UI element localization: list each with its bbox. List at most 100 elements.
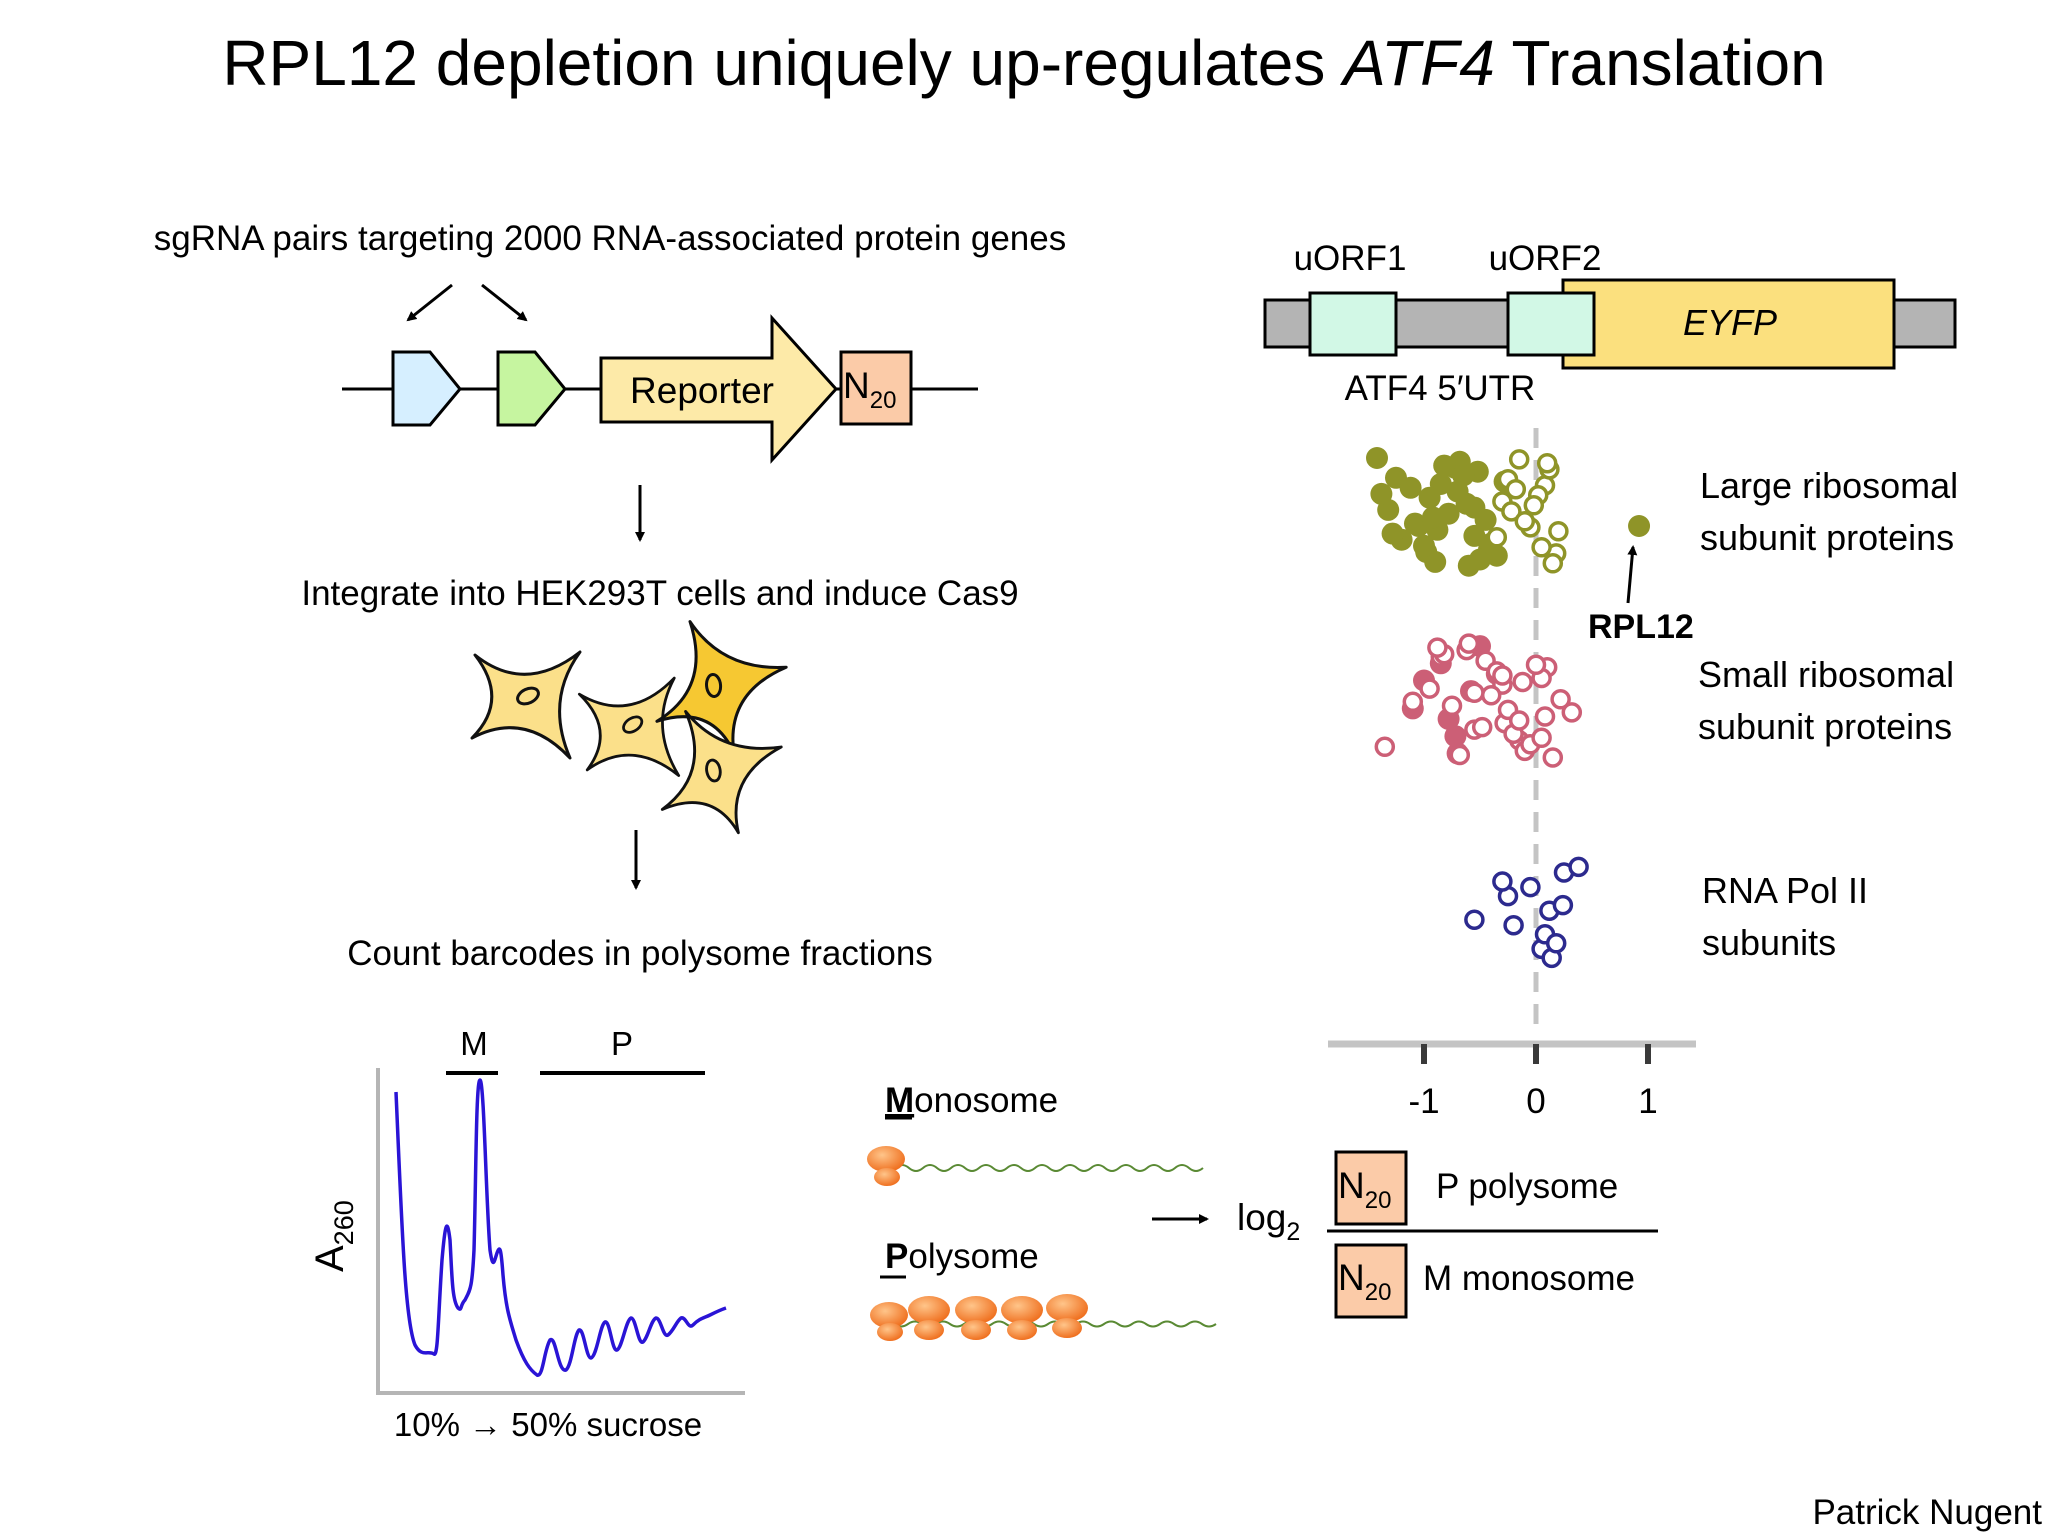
polysome-ribosomes xyxy=(870,1294,1088,1341)
large-dot-open xyxy=(1501,501,1522,522)
formula-log: log2 xyxy=(1237,1197,1300,1246)
small-dot-open xyxy=(1531,727,1552,749)
large-dot-filled xyxy=(1422,506,1444,529)
large-dot-filled xyxy=(1366,447,1388,469)
polysome-rest: olysome xyxy=(908,1237,1038,1276)
denominator-n: N xyxy=(1338,1257,1365,1298)
monosome-mrna xyxy=(894,1164,1204,1172)
reporter-label: Reporter xyxy=(630,370,774,411)
large-dot-filled xyxy=(1413,534,1435,557)
numerator-n: N xyxy=(1338,1165,1365,1206)
small-dot-open xyxy=(1449,744,1471,766)
large-dot-open xyxy=(1508,449,1530,470)
small-dot-open xyxy=(1561,702,1583,723)
page-title: RPL12 depletion uniquely up-regulates AT… xyxy=(222,27,1825,99)
cell-2 xyxy=(574,676,690,790)
step3-label: Count barcodes in polysome fractions xyxy=(347,934,933,973)
small-dot-open xyxy=(1458,633,1480,654)
large-dot-filled xyxy=(1424,550,1447,573)
ribosome-panel: Monosome Polysome xyxy=(867,1081,1217,1341)
small-dot-open xyxy=(1480,684,1502,706)
large-dot-filled xyxy=(1452,464,1475,487)
bracket-p-label: P xyxy=(611,1025,633,1062)
profile-trace xyxy=(394,1078,727,1377)
x-tick-label: -1 xyxy=(1408,1082,1439,1121)
uorf2-box xyxy=(1506,291,1596,357)
barcode-box xyxy=(839,350,913,426)
title-tail: Translation xyxy=(1495,27,1826,99)
large-dot-open xyxy=(1514,511,1536,532)
pol-dot-open xyxy=(1492,871,1513,892)
pol-dot-open xyxy=(1568,856,1589,878)
large-dot-filled xyxy=(1399,476,1422,499)
bracket-m-label: M xyxy=(460,1025,488,1062)
polysome-profile: M P A260 10% → 50% sucrose xyxy=(308,1025,745,1443)
large-dot-open xyxy=(1536,452,1558,474)
denominator-n-sub: 20 xyxy=(1365,1279,1392,1306)
reporter-arrow xyxy=(599,314,839,464)
uorf1-box xyxy=(1308,291,1398,357)
profile-axes xyxy=(376,1068,745,1395)
step1-label: sgRNA pairs targeting 2000 RNA-associate… xyxy=(154,219,1066,258)
small-dot-open xyxy=(1492,665,1513,686)
small-dot-open xyxy=(1534,706,1556,727)
x-tick-label: 0 xyxy=(1526,1082,1545,1121)
polysome-initial: P xyxy=(885,1237,908,1276)
small-dot-filled xyxy=(1444,725,1467,748)
pol-dot-open xyxy=(1520,876,1541,898)
small-dot-open xyxy=(1441,695,1463,717)
large-dot-filled xyxy=(1433,454,1456,477)
workflow-panel: sgRNA pairs targeting 2000 RNA-associate… xyxy=(154,219,1066,973)
x-tick-label: 1 xyxy=(1638,1082,1657,1121)
log-ratio-formula: log2 N20 P polysome N20 M monosome xyxy=(1152,1150,1658,1319)
large-group-label-1: Large ribosomal xyxy=(1700,465,1958,506)
large-dot-filled xyxy=(1463,524,1486,547)
small-dot-open xyxy=(1550,689,1571,710)
rpl12-dot xyxy=(1628,515,1651,537)
pol-group-label-2: subunits xyxy=(1702,922,1836,963)
small-subunit-dots xyxy=(1374,633,1583,768)
arrow-left-sgRNA xyxy=(406,283,453,322)
small-dot-open xyxy=(1471,716,1493,738)
large-dot-filled xyxy=(1463,496,1486,519)
denominator-label: M monosome xyxy=(1423,1259,1635,1298)
pol2-dots xyxy=(1464,856,1589,969)
x-axis-ticks: -1 0 1 xyxy=(1408,1044,1658,1121)
large-dot-filled xyxy=(1469,548,1491,571)
large-dot-filled xyxy=(1370,482,1393,505)
log-sub: 2 xyxy=(1286,1218,1300,1246)
small-dot-open xyxy=(1427,637,1448,658)
large-dot-open xyxy=(1523,495,1545,516)
utr-label: ATF4 5′UTR xyxy=(1345,369,1536,408)
author-credit: Patrick Nugent xyxy=(1812,1493,2042,1532)
numerator-n-sub: 20 xyxy=(1365,1187,1392,1214)
sgRNA-cassette-2 xyxy=(496,350,567,427)
small-dot-open xyxy=(1402,691,1424,713)
profile-ylabel: A260 xyxy=(308,1200,359,1272)
large-dot-open xyxy=(1486,527,1508,548)
small-dot-open xyxy=(1374,736,1396,758)
uorf2-label: uORF2 xyxy=(1489,239,1602,278)
numerator-label: P polysome xyxy=(1436,1167,1618,1206)
large-subunit-dots xyxy=(1366,447,1569,577)
eyfp-label: EYFP xyxy=(1683,302,1777,343)
step2-label: Integrate into HEK293T cells and induce … xyxy=(301,574,1018,613)
small-dot-open xyxy=(1419,678,1440,699)
monosome-ribosome xyxy=(867,1146,905,1186)
pol-dot-open xyxy=(1552,894,1574,916)
rpl12-label: RPL12 xyxy=(1588,608,1694,646)
large-dot-open xyxy=(1542,553,1564,574)
numerator-barcode-box xyxy=(1334,1150,1408,1226)
atf4-construct: uORF1 uORF2 EYFP ATF4 5′UTR xyxy=(1263,239,1957,408)
sgRNA-cassette-1 xyxy=(391,350,462,427)
pol-dot-open xyxy=(1503,914,1524,936)
title-italic: ATF4 xyxy=(1339,27,1495,99)
denominator-barcode-label: N20 xyxy=(1338,1257,1391,1306)
small-group-label-1: Small ribosomal xyxy=(1698,654,1954,695)
large-group-label-2: subunit proteins xyxy=(1700,517,1954,558)
dot-plot: RPL12 -1 0 1 Large ribosomal subunit prote… xyxy=(1328,428,1958,1121)
ylabel-sub: 260 xyxy=(329,1200,359,1245)
numerator-barcode-label: N20 xyxy=(1338,1165,1391,1214)
monosome-rest: onosome xyxy=(914,1081,1058,1120)
